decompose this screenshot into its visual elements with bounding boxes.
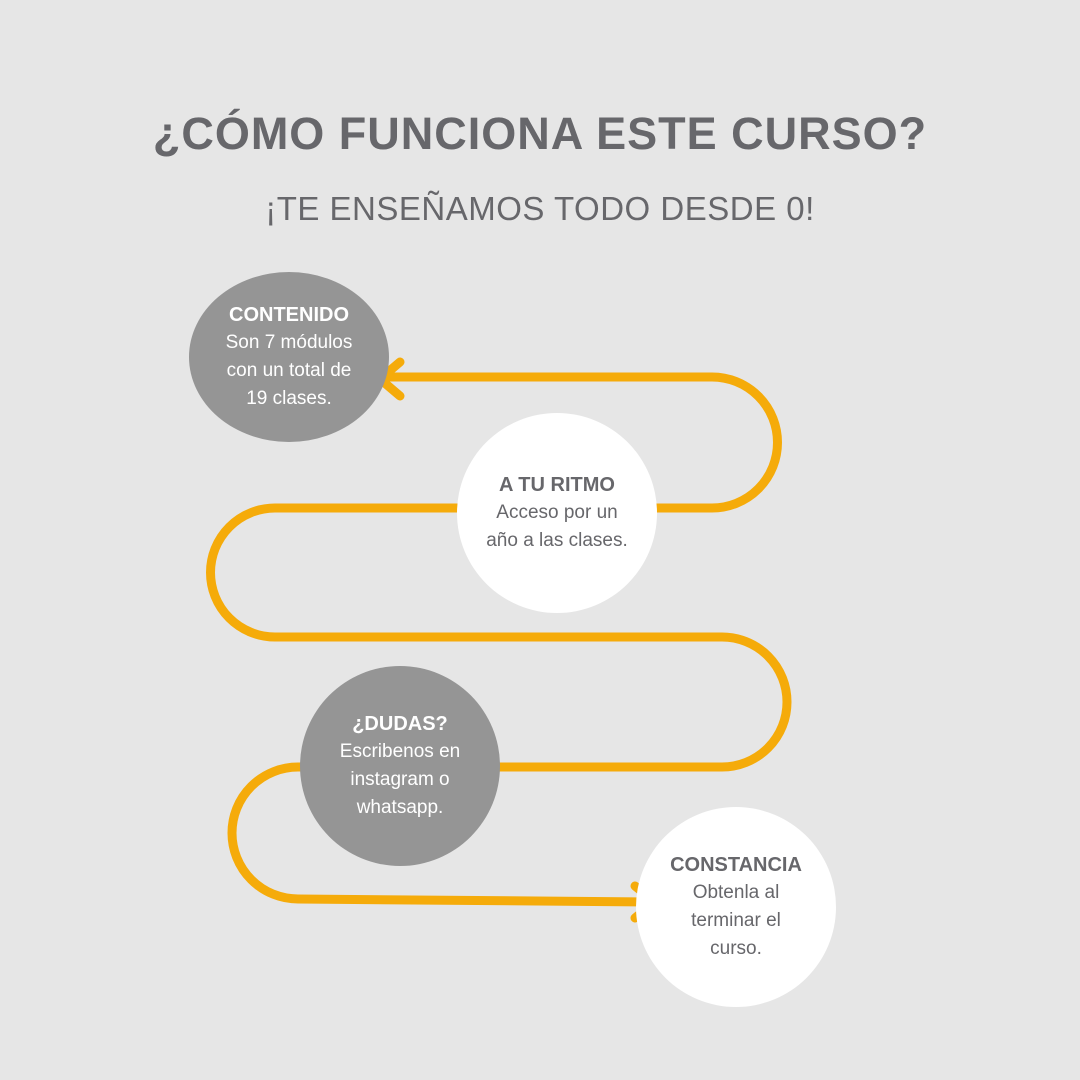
step-text: con un total de <box>226 360 352 381</box>
step-text: terminar el <box>691 910 781 931</box>
step-constancia: CONSTANCIA Obtenla al terminar el curso. <box>636 807 836 1007</box>
step-heading: CONTENIDO <box>229 304 349 326</box>
step-heading: ¿DUDAS? <box>352 713 448 735</box>
step-heading: A TU RITMO <box>499 474 615 496</box>
step-heading: CONSTANCIA <box>670 854 802 876</box>
step-text: Escribenos en <box>339 741 461 762</box>
step-text: 19 clases. <box>246 388 332 409</box>
step-contenido: CONTENIDO Son 7 módulos con un total de … <box>189 272 389 442</box>
step-text: Acceso por un <box>496 502 618 523</box>
page-title: ¿CÓMO FUNCIONA ESTE CURSO? <box>152 108 928 159</box>
step-text: instagram o <box>350 769 450 790</box>
step-dudas: ¿DUDAS? Escribenos en instagram o whatsa… <box>300 666 500 866</box>
step-text: Son 7 módulos <box>225 332 353 353</box>
step-a-tu-ritmo: A TU RITMO Acceso por un año a las clase… <box>457 413 657 613</box>
page-subtitle: ¡TE ENSEÑAMOS TODO DESDE 0! <box>265 190 815 227</box>
step-text: whatsapp. <box>356 797 444 818</box>
step-text: curso. <box>710 938 762 959</box>
step-text: Obtenla al <box>692 882 780 903</box>
path-line <box>206 372 792 907</box>
step-text: año a las clases. <box>486 530 628 551</box>
